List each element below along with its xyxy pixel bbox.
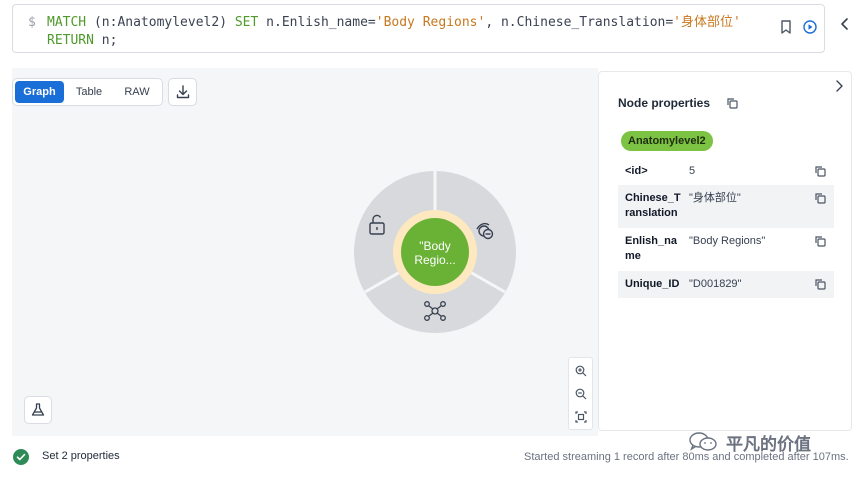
- graph-node[interactable]: [401, 218, 469, 286]
- copy-icon[interactable]: [813, 277, 827, 291]
- chevron-left-icon[interactable]: [836, 15, 852, 33]
- zoom-in-icon[interactable]: [572, 362, 590, 380]
- bookmark-icon[interactable]: [777, 18, 795, 36]
- query-return-tail: n;: [93, 33, 118, 48]
- node-properties-panel: Node properties Anatomylevel2 <id> 5 Chi…: [598, 71, 852, 431]
- copy-icon[interactable]: [813, 234, 827, 248]
- watermark-text: 平凡的价值: [726, 434, 811, 454]
- status-message: Set 2 properties: [42, 450, 120, 462]
- property-row-chinese-translation: Chinese_Translation "身体部位": [618, 185, 834, 228]
- flask-icon: [31, 403, 45, 416]
- chevron-right-icon[interactable]: [831, 78, 847, 94]
- flask-button[interactable]: [24, 396, 52, 424]
- query-value-2: '身体部位': [673, 15, 741, 30]
- property-row-enlish-name: Enlish_name "Body Regions": [618, 228, 834, 271]
- property-row-unique-id: Unique_ID "D001829": [618, 271, 834, 298]
- properties-table: <id> 5 Chinese_Translation "身体部位" Enlish…: [618, 158, 834, 298]
- keyword-match: MATCH: [47, 15, 87, 30]
- node-context-ring: [354, 171, 516, 333]
- download-icon: [176, 85, 189, 99]
- query-code[interactable]: MATCH (n:Anatomylevel2) SET n.Enlish_nam…: [47, 14, 741, 50]
- property-value: 5: [689, 165, 696, 177]
- query-assign-1: n.Enlish_name=: [258, 15, 376, 30]
- unlock-icon[interactable]: [369, 214, 385, 235]
- property-key: Unique_ID: [625, 278, 680, 290]
- success-check-icon: [13, 449, 29, 465]
- watermark: 平凡的价值: [688, 425, 838, 459]
- property-value: "Body Regions": [689, 235, 766, 247]
- property-value: "D001829": [689, 278, 742, 290]
- copy-icon[interactable]: [724, 95, 740, 111]
- property-row-id: <id> 5: [618, 158, 834, 185]
- zoom-out-icon[interactable]: [572, 385, 590, 403]
- keyword-return: RETURN: [47, 33, 94, 48]
- download-button[interactable]: [168, 78, 197, 106]
- node-caption: "Body Regio...: [414, 239, 456, 267]
- zoom-controls: [568, 357, 593, 430]
- property-key: Enlish_name: [625, 235, 677, 262]
- tab-raw[interactable]: RAW: [124, 86, 150, 98]
- query-pattern: (n:Anatomylevel2): [86, 15, 235, 30]
- run-query-icon[interactable]: [801, 18, 819, 36]
- tab-table[interactable]: Table: [75, 86, 103, 98]
- query-value-1: 'Body Regions': [375, 15, 486, 30]
- expand-icon[interactable]: [424, 301, 446, 321]
- copy-icon[interactable]: [813, 191, 827, 205]
- status-timing: Started streaming 1 record after 80ms an…: [524, 451, 849, 463]
- query-editor[interactable]: $ MATCH (n:Anatomylevel2) SET n.Enlish_n…: [12, 4, 825, 53]
- panel-title: Node properties: [618, 96, 711, 110]
- property-key: <id>: [625, 165, 648, 177]
- tab-graph[interactable]: Graph: [15, 81, 64, 103]
- hide-icon[interactable]: [476, 222, 494, 240]
- query-prompt: $: [28, 15, 36, 30]
- view-tabs: Graph Table RAW: [12, 78, 163, 106]
- copy-icon[interactable]: [813, 164, 827, 178]
- property-key: Chinese_Translation: [625, 192, 681, 219]
- node-label-chip[interactable]: Anatomylevel2: [621, 131, 713, 151]
- keyword-set: SET: [234, 15, 259, 30]
- query-assign-2: , n.Chinese_Translation=: [485, 15, 674, 30]
- property-value: "身体部位": [689, 192, 741, 204]
- fit-to-screen-icon[interactable]: [572, 408, 590, 426]
- wechat-logo-icon: [689, 432, 717, 451]
